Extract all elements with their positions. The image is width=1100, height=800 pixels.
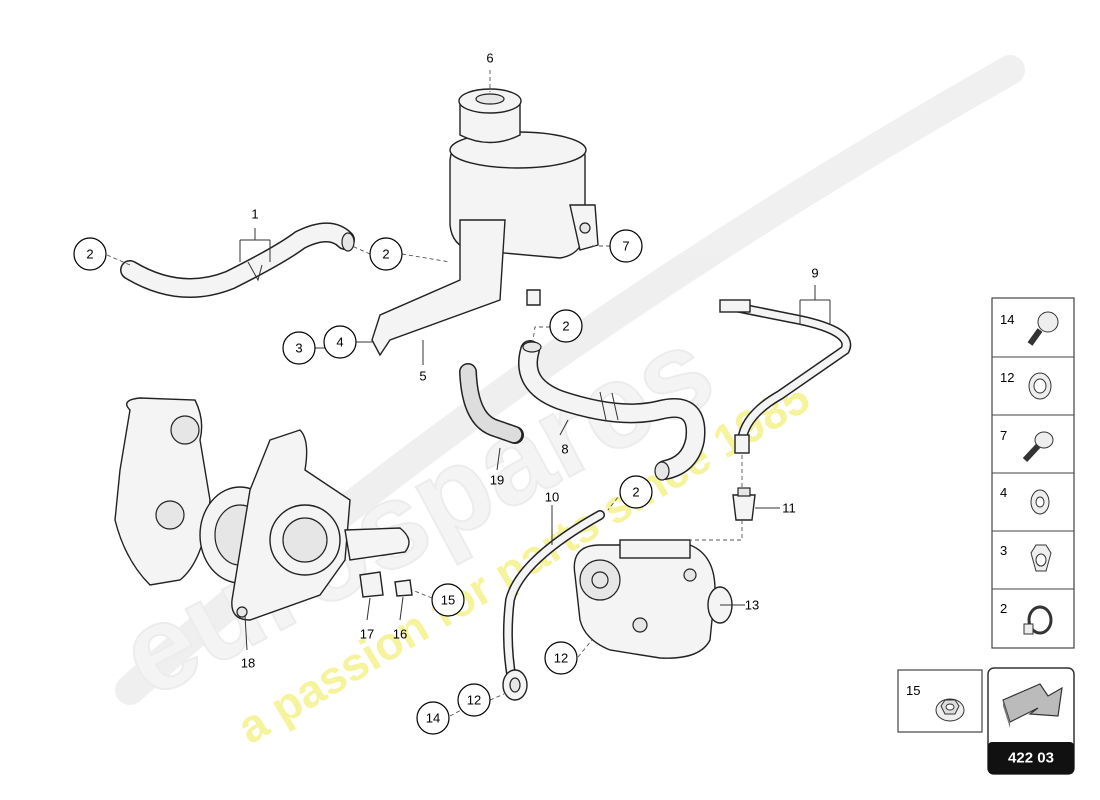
callout-14[interactable]: 14 <box>416 701 450 735</box>
callout-2[interactable]: 2 <box>619 475 653 509</box>
pipe-9 <box>719 299 852 454</box>
svg-text:15: 15 <box>906 683 920 698</box>
callout-2[interactable]: 2 <box>549 309 583 343</box>
svg-text:2: 2 <box>1000 601 1007 616</box>
legend-item-3[interactable]: 3 <box>1000 543 1052 572</box>
bracket-assembly-18 <box>114 397 410 621</box>
svg-text:12: 12 <box>554 651 568 666</box>
callout-11[interactable]: 11 <box>782 501 796 516</box>
small-parts <box>359 571 413 598</box>
svg-text:4: 4 <box>1000 485 1007 500</box>
hose-clamp-icon <box>1023 605 1053 635</box>
legend-item-4[interactable]: 4 <box>1000 485 1050 515</box>
svg-text:4: 4 <box>336 335 343 350</box>
washer-icon <box>1030 489 1050 515</box>
banjo-bolt-icon <box>1027 311 1059 346</box>
callout-6[interactable]: 6 <box>486 51 493 66</box>
switch-11 <box>732 487 756 521</box>
pipe-10 <box>502 510 605 701</box>
svg-text:3: 3 <box>295 341 302 356</box>
legend-item-12[interactable]: 12 <box>1000 370 1052 400</box>
callout-16[interactable]: 16 <box>393 627 407 642</box>
callout-3[interactable]: 3 <box>282 331 316 365</box>
reservoir <box>371 88 599 357</box>
flange-nut-icon <box>935 698 965 722</box>
legend-item-2[interactable]: 2 <box>1000 601 1053 635</box>
callout-1[interactable]: 1 <box>251 207 258 222</box>
legend-item-15[interactable]: 15 <box>897 669 983 733</box>
svg-text:2: 2 <box>382 247 389 262</box>
callout-9[interactable]: 9 <box>811 266 818 281</box>
callout-12[interactable]: 12 <box>544 641 578 675</box>
svg-text:7: 7 <box>1000 428 1007 443</box>
svg-text:12: 12 <box>1000 370 1014 385</box>
callout-12[interactable]: 12 <box>457 683 491 717</box>
svg-text:2: 2 <box>562 319 569 334</box>
callout-2[interactable]: 2 <box>73 237 107 271</box>
sealing-ring-icon <box>1028 372 1052 400</box>
svg-text:15: 15 <box>441 593 455 608</box>
callout-13[interactable]: 13 <box>745 598 759 613</box>
svg-text:12: 12 <box>467 693 481 708</box>
callout-8[interactable]: 8 <box>561 442 568 457</box>
callout-19[interactable]: 19 <box>490 473 504 488</box>
svg-text:2: 2 <box>632 485 639 500</box>
legend: 14 12 7 4 <box>991 297 1075 649</box>
legend-item-14[interactable]: 14 <box>1000 311 1059 346</box>
legend-item-7[interactable]: 7 <box>1000 428 1054 463</box>
hose-1 <box>120 222 355 298</box>
hose-8 <box>518 340 706 481</box>
svg-text:14: 14 <box>426 711 440 726</box>
callout-17[interactable]: 17 <box>360 627 374 642</box>
svg-text:2: 2 <box>86 247 93 262</box>
hose-19 <box>459 363 524 444</box>
hex-bolt-icon <box>1022 431 1054 463</box>
callout-15[interactable]: 15 <box>431 583 465 617</box>
hex-nut-icon <box>1030 544 1052 572</box>
callout-18[interactable]: 18 <box>241 656 255 671</box>
pump-13 <box>573 539 733 659</box>
arrow-icon <box>1002 683 1063 728</box>
callouts: 2 1 2 6 7 3 4 5 2 8 19 9 11 2 10 13 12 1… <box>73 51 819 735</box>
svg-text:14: 14 <box>1000 312 1014 327</box>
callout-2[interactable]: 2 <box>369 237 403 271</box>
page-ref-code: 422 03 <box>1008 750 1054 767</box>
svg-text:3: 3 <box>1000 543 1007 558</box>
svg-text:7: 7 <box>622 239 629 254</box>
page-reference[interactable]: 422 03 <box>987 667 1075 775</box>
callout-4[interactable]: 4 <box>323 325 357 359</box>
callout-5[interactable]: 5 <box>419 369 426 384</box>
callout-10[interactable]: 10 <box>545 490 559 505</box>
callout-7[interactable]: 7 <box>609 229 643 263</box>
